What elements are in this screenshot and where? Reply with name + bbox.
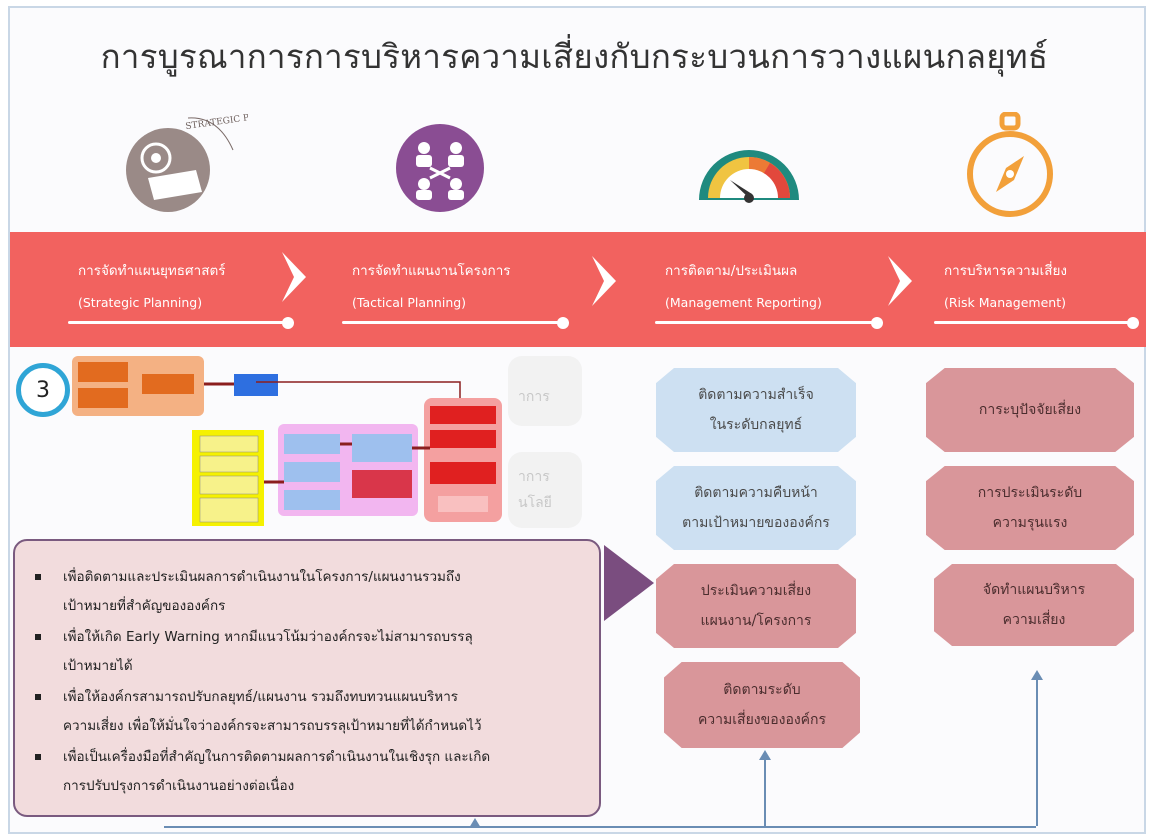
stage-reporting: การติดตาม/ประเมินผล (Management Reportin… <box>665 263 822 310</box>
stage-line <box>655 321 877 324</box>
objective-item: เพื่อให้องค์กรสามารถปรับกลยุทธ์/แผนงาน ร… <box>33 683 579 741</box>
risk-box: การะบุปัจจัยเสี่ยง <box>926 368 1134 452</box>
stage-line <box>342 321 564 324</box>
chevron-right-icon <box>592 256 616 306</box>
process-flowchart-thumbnail <box>72 356 502 526</box>
gauge-icon <box>699 150 799 203</box>
reporting-box: ติดตามระดับความเสี่ยงขององค์กร <box>664 662 860 748</box>
strategic-caption-arc <box>187 117 234 151</box>
objective-item: เพื่อให้เกิด Early Warning หากมีแนวโน้มว… <box>33 623 579 681</box>
stage-tactical: การจัดทำแผนงานโครงการ (Tactical Planning… <box>352 263 511 310</box>
risk-box: การประเมินระดับความรุนแรง <box>926 466 1134 550</box>
process-band <box>10 232 1146 347</box>
stage-line <box>68 321 288 324</box>
compass-icon <box>967 112 1053 217</box>
stage-risk: การบริหารความเสี่ยง (Risk Management) <box>944 263 1068 310</box>
connector-line <box>1036 676 1038 826</box>
arrow-up-icon <box>469 818 481 828</box>
pointer-arrow <box>604 545 654 621</box>
objectives-box: เพื่อติดตามและประเมินผลการดำเนินงานในโคร… <box>13 539 601 817</box>
stage-dot <box>557 317 569 329</box>
connector-line <box>764 756 766 826</box>
stage-line <box>934 321 1132 324</box>
reporting-box: ติดตามความสำเร็จในระดับกลยุทธ์ <box>656 368 856 452</box>
slide-title: การบูรณาการการบริหารความเสี่ยงกับกระบวนก… <box>100 37 1049 76</box>
step-number-badge: 3 <box>16 363 70 417</box>
stage-dot <box>1127 317 1139 329</box>
objective-item: เพื่อเป็นเครื่องมือที่สำคัญในการติดตามผล… <box>33 743 579 801</box>
connector-line <box>164 826 1036 828</box>
reporting-box: ติดตามความคืบหน้าตามเป้าหมายขององค์กร <box>656 466 856 550</box>
strategic-caption: STRATEGIC PLANNING <box>185 108 248 132</box>
faded-box: าการ <box>508 356 582 426</box>
faded-box: าการนโลยี <box>508 452 582 528</box>
strategic-planning-icon: STRATEGIC PLANNING <box>126 108 248 212</box>
chevron-right-icon <box>888 256 912 306</box>
objective-item: เพื่อติดตามและประเมินผลการดำเนินงานในโคร… <box>33 563 579 621</box>
stage-dot <box>282 317 294 329</box>
arrow-up-icon <box>759 750 771 760</box>
arrow-up-icon <box>1031 670 1043 680</box>
team-meeting-icon <box>396 124 484 212</box>
reporting-box: ประเมินความเสี่ยงแผนงาน/โครงการ <box>656 564 856 648</box>
chevron-right-icon <box>282 252 306 302</box>
stage-strategic: การจัดทำแผนยุทธศาสตร์ (Strategic Plannin… <box>78 263 226 310</box>
risk-box: จัดทำแผนบริหารความเสี่ยง <box>934 564 1134 646</box>
stage-dot <box>871 317 883 329</box>
